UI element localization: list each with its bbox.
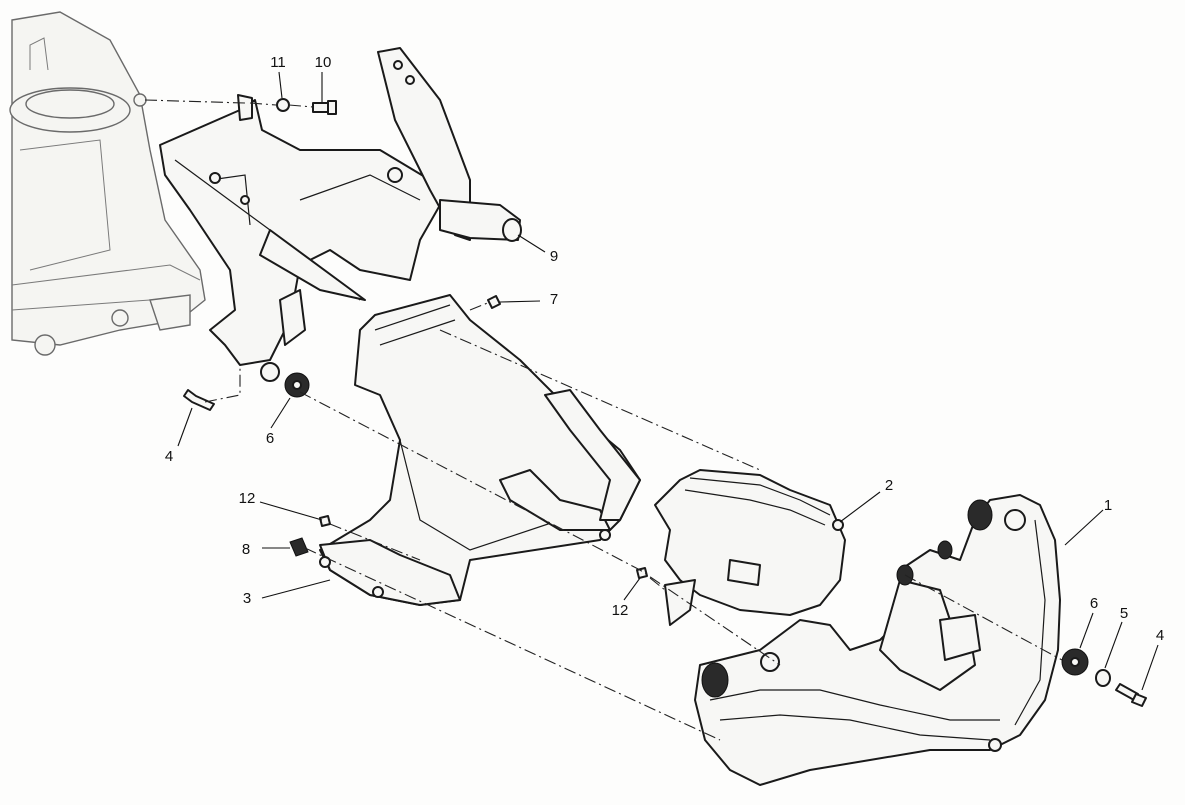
callout-12-right: 12: [612, 602, 629, 619]
headlight-assembly: [694, 494, 1061, 786]
assembly-lines: [144, 99, 1063, 741]
callout-11: 11: [270, 54, 286, 71]
screw-12-right: [636, 567, 648, 579]
leader-lines: [177, 71, 1159, 691]
screw-12-left: [319, 515, 331, 527]
callout-9: 9: [550, 248, 558, 265]
callout-4-right: 4: [1156, 627, 1164, 644]
fairing-inner-panel: [319, 294, 641, 606]
callout-2: 2: [885, 477, 893, 494]
callout-6-right: 6: [1090, 595, 1098, 612]
callout-5: 5: [1120, 605, 1128, 622]
screw-7: [487, 295, 501, 309]
frame-steering-head: [9, 11, 206, 356]
screw-10: [312, 102, 329, 113]
callout-labels: 1 2 3 4 4 5 6 6 7 8 9 10 11 12 12: [165, 54, 1164, 644]
callout-8: 8: [242, 541, 250, 558]
callout-4-left: 4: [165, 448, 173, 465]
bolt-4-left: [183, 389, 215, 411]
washer-11: [276, 98, 290, 112]
clip-8: [289, 537, 309, 557]
headlight-cover: [654, 469, 846, 626]
washer-5: [1095, 669, 1111, 687]
callout-6-left: 6: [266, 430, 274, 447]
hardware-parts: [183, 98, 1147, 707]
headlight-support-bracket: [159, 47, 522, 382]
callout-10: 10: [315, 54, 332, 71]
callout-7: 7: [550, 291, 558, 308]
callout-1: 1: [1104, 497, 1112, 514]
callout-12-left: 12: [239, 490, 256, 507]
callout-3: 3: [243, 590, 251, 607]
